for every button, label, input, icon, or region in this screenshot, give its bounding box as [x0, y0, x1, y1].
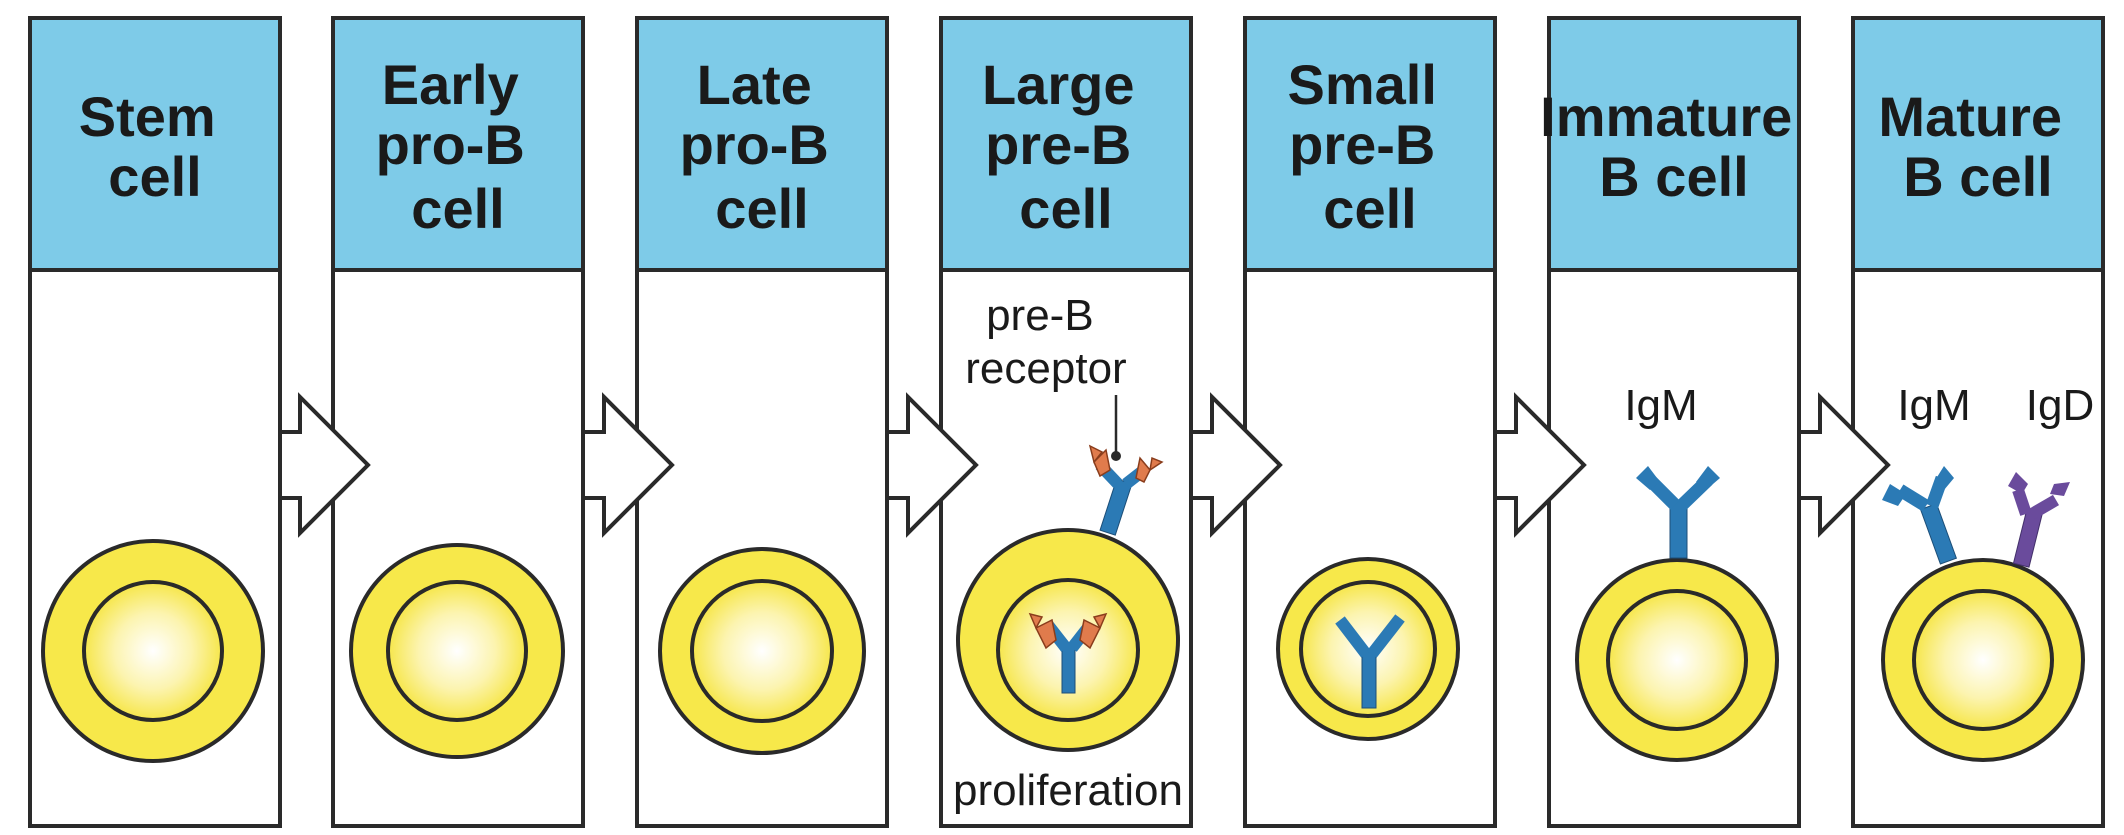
transition-arrow-1 [278, 392, 371, 538]
pre-b-receptor-pointer [1111, 395, 1121, 461]
cell-early-pro-b [349, 543, 565, 759]
cell-large-pre-b [956, 528, 1180, 752]
igd-receptor-mature-icon [2008, 472, 2070, 568]
transition-arrow-4 [1189, 392, 1283, 538]
stage-title-small-pre-b: Small pre-B cell [1288, 53, 1453, 240]
pre-b-receptor-intracellular-icon [1028, 612, 1108, 694]
transition-arrow-5 [1493, 392, 1587, 538]
transition-arrow-3 [885, 392, 979, 538]
stage-title-late-pro-b: Late pro-B cell [680, 53, 845, 240]
heavy-chain-intracellular-icon [1335, 614, 1405, 709]
pre-b-receptor-label: pre-B receptor [965, 291, 1126, 393]
stage-title-immature-b: Immature B cell [1540, 85, 1808, 208]
cell-stem [41, 539, 265, 763]
transition-arrow-6 [1797, 392, 1891, 538]
stage-title-mature-b: Mature B cell [1878, 85, 2077, 208]
cell-late-pro-b [658, 547, 866, 755]
igm-receptor-mature-icon [1882, 466, 1958, 565]
transition-arrow-2 [581, 392, 675, 538]
stage-title-large-pre-b: Large pre-B cell [982, 53, 1150, 240]
igd-label-mature: IgD [2026, 381, 2094, 430]
igm-receptor-immature-icon [1636, 466, 1720, 559]
pre-b-receptor-surface-icon [1088, 444, 1164, 536]
igm-label-immature: IgM [1624, 381, 1697, 430]
igm-label-mature: IgM [1897, 381, 1970, 430]
cell-small-pre-b [1276, 557, 1460, 741]
cell-immature-b [1575, 558, 1779, 762]
stage-title-early-pro-b: Early pro-B cell [376, 53, 541, 240]
proliferation-label: proliferation [953, 766, 1183, 815]
cell-mature-b [1881, 558, 2085, 762]
stage-title-stem: Stem cell [79, 85, 232, 208]
